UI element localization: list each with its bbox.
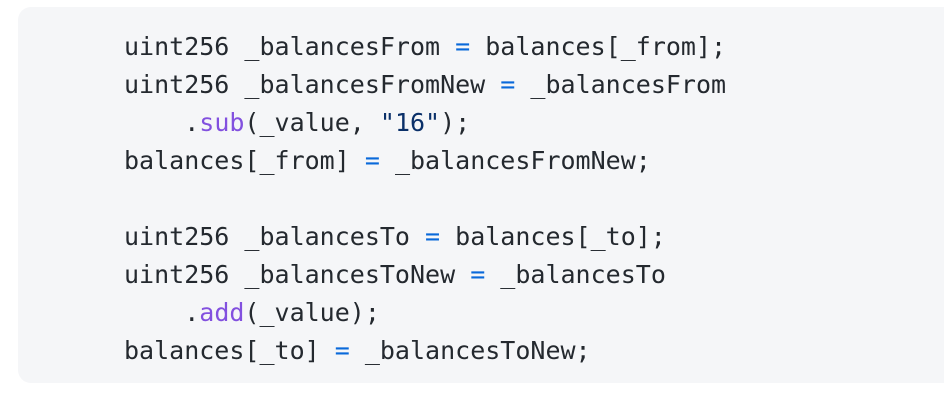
code-token-string: "16": [379, 108, 441, 137]
code-token-plain: );: [440, 108, 471, 137]
code-line-2: uint256 _balancesFromNew = _balancesFrom: [124, 66, 726, 104]
code-token-operator: =: [455, 32, 471, 61]
code-token-plain: _balancesTo: [485, 260, 666, 289]
code-token-method: sub: [199, 108, 245, 137]
code-token-operator: =: [470, 260, 486, 289]
code-token-plain: balances[_from]: [124, 146, 365, 175]
code-token-plain: _balancesToNew;: [349, 336, 591, 365]
code-token-plain: _balancesFromNew;: [379, 146, 651, 175]
code-token-plain: _balancesFrom: [515, 70, 727, 99]
code-line-6: uint256 _balancesTo = balances[_to];: [124, 218, 726, 256]
code-token-plain: (_value);: [244, 298, 380, 327]
code-token-plain: .: [124, 298, 200, 327]
code-line-5: ​: [124, 180, 726, 218]
code-line-4: balances[_from] = _balancesFromNew;: [124, 142, 726, 180]
code-line-7: uint256 _balancesToNew = _balancesTo: [124, 256, 726, 294]
code-line-1: uint256 _balancesFrom = balances[_from];: [124, 28, 726, 66]
code-line-8: .add(_value);: [124, 294, 726, 332]
code-token-plain: balances[_to];: [440, 222, 666, 251]
code-token-plain: uint256 _balancesFromNew: [124, 70, 501, 99]
code-token-operator: =: [364, 146, 380, 175]
code-token-plain: (_value,: [244, 108, 380, 137]
code-token-method: add: [199, 298, 245, 327]
code-token-plain: balances[_from];: [470, 32, 727, 61]
code-token-plain: uint256 _balancesTo: [124, 222, 426, 251]
code-content[interactable]: uint256 _balancesFrom = balances[_from];…: [124, 28, 726, 370]
code-token-operator: =: [334, 336, 350, 365]
code-token-plain: uint256 _balancesToNew: [124, 260, 471, 289]
code-line-9: balances[_to] = _balancesToNew;: [124, 332, 726, 370]
code-line-3: .sub(_value, "16");: [124, 104, 726, 142]
code-token-plain: .: [124, 108, 200, 137]
code-token-operator: =: [425, 222, 441, 251]
code-block-panel: uint256 _balancesFrom = balances[_from];…: [18, 7, 944, 383]
code-token-plain: balances[_to]: [124, 336, 335, 365]
code-token-plain: uint256 _balancesFrom: [124, 32, 456, 61]
code-token-operator: =: [500, 70, 516, 99]
